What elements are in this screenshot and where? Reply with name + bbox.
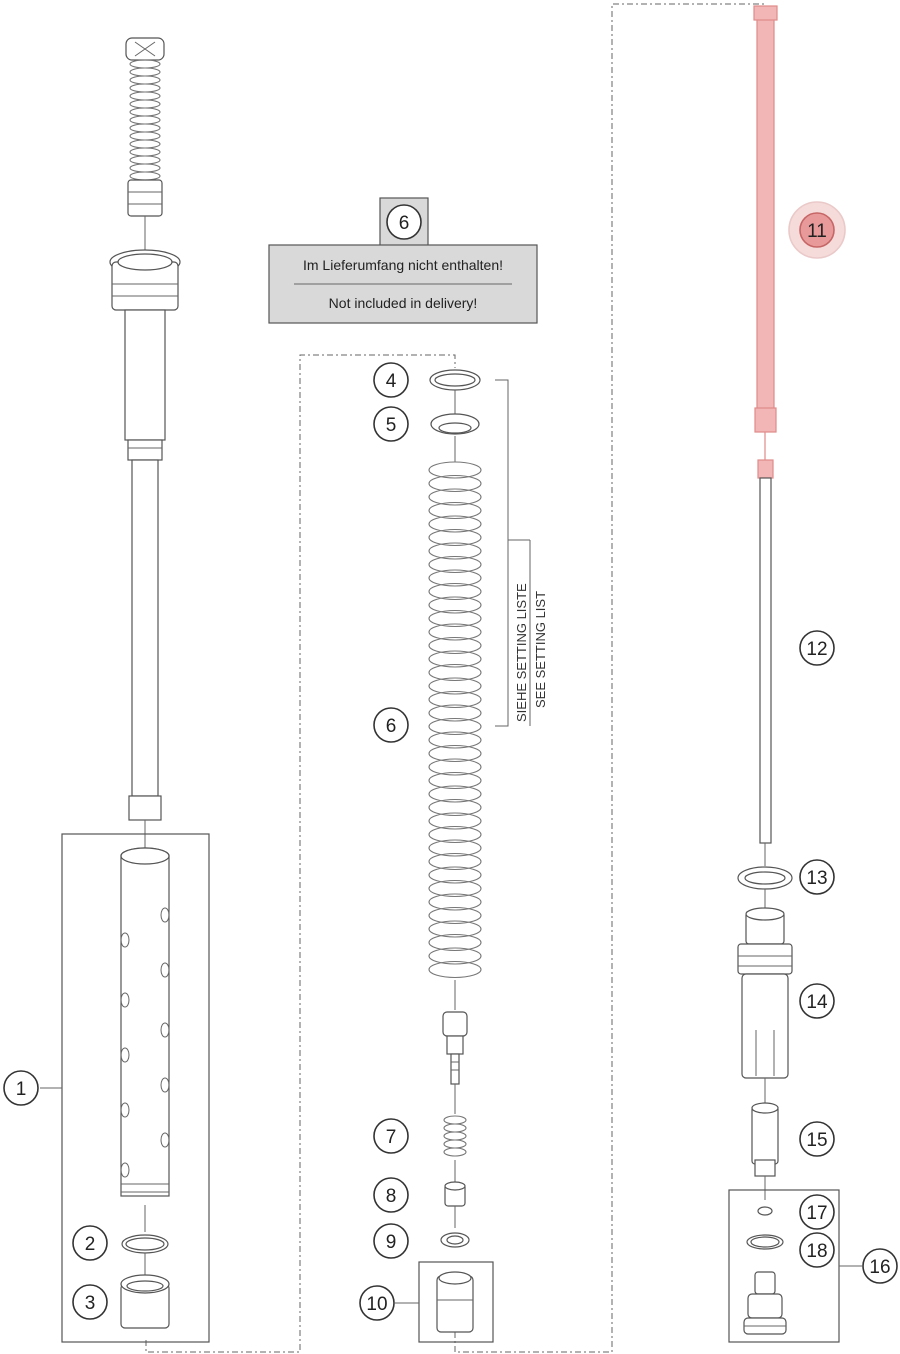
callout-part-9[interactable]: 9 xyxy=(373,1223,409,1259)
part-10-group-box xyxy=(418,1261,494,1343)
callout-part-13[interactable]: 13 xyxy=(799,859,835,895)
cartridge-cap xyxy=(109,249,181,311)
callout-part-4[interactable]: 4 xyxy=(373,362,409,398)
callout-label-3: 3 xyxy=(85,1293,96,1314)
valve-assembly xyxy=(442,1011,468,1085)
callout-part-8[interactable]: 8 xyxy=(373,1177,409,1213)
callout-label-2: 2 xyxy=(85,1234,96,1255)
callout-label-10: 10 xyxy=(366,1294,387,1315)
callout-part-3[interactable]: 3 xyxy=(72,1284,108,1320)
fork-spring-part-6 xyxy=(428,461,482,979)
assembly-connection-line xyxy=(145,3,766,1353)
callout-part-5[interactable]: 5 xyxy=(373,406,409,442)
end-valve-assembly xyxy=(743,1271,787,1335)
bushing-part-3 xyxy=(120,1274,170,1329)
washer-part-9 xyxy=(440,1232,470,1248)
ring-part-17 xyxy=(757,1206,773,1216)
callout-label-8: 8 xyxy=(386,1186,397,1207)
callout-label-18: 18 xyxy=(806,1241,827,1262)
callout-label-6: 6 xyxy=(386,716,397,737)
callout-part-15[interactable]: 15 xyxy=(799,1121,835,1157)
valve-part-8 xyxy=(444,1181,466,1207)
callout-label-12: 12 xyxy=(806,639,827,660)
callout-label-7: 7 xyxy=(386,1127,397,1148)
note-text-english: Not included in delivery! xyxy=(329,295,478,311)
callout-label-11: 11 xyxy=(807,221,827,242)
callout-part-18[interactable]: 18 xyxy=(799,1232,835,1268)
cartridge-top-spring xyxy=(125,37,165,217)
callout-part-11[interactable]: 11 xyxy=(788,201,846,259)
callout-part-14[interactable]: 14 xyxy=(799,983,835,1019)
small-spring-part-7 xyxy=(443,1115,467,1157)
callout-part-7[interactable]: 7 xyxy=(373,1118,409,1154)
rod-part-12 xyxy=(759,477,772,844)
callout-part-16[interactable]: 16 xyxy=(862,1248,898,1284)
cartridge-tube xyxy=(124,309,166,821)
callout-part-10[interactable]: 10 xyxy=(359,1285,395,1321)
callout-label-17: 17 xyxy=(806,1203,827,1224)
callout-part-2[interactable]: 2 xyxy=(72,1225,108,1261)
setting-list-text-english: SEE SETTING LIST xyxy=(533,591,548,708)
callout-label-15: 15 xyxy=(806,1130,827,1151)
note-ref-label: 6 xyxy=(399,213,410,234)
damper-tube xyxy=(120,847,170,1197)
callout-label-9: 9 xyxy=(386,1232,397,1253)
delivery-note-box: Im Lieferumfang nicht enthalten! Not inc… xyxy=(268,197,538,324)
callout-label-4: 4 xyxy=(386,371,397,392)
setting-list-text-german: SIEHE SETTING LISTE xyxy=(514,583,529,722)
callout-label-5: 5 xyxy=(386,415,397,436)
setting-list-bracket xyxy=(495,379,509,727)
callout-part-12[interactable]: 12 xyxy=(799,630,835,666)
callout-part-17[interactable]: 17 xyxy=(799,1194,835,1230)
callout-label-13: 13 xyxy=(806,868,827,889)
cartridge-body-part-14 xyxy=(737,907,793,1079)
callout-part-1[interactable]: 1 xyxy=(3,1070,39,1106)
note-ref-callout[interactable]: 6 xyxy=(386,204,422,240)
callout-label-1: 1 xyxy=(16,1079,27,1100)
sleeve-part-15 xyxy=(751,1102,779,1177)
callout-label-16: 16 xyxy=(869,1257,890,1278)
callout-part-6[interactable]: 6 xyxy=(373,707,409,743)
piston-rod-part-11 xyxy=(753,5,778,479)
piston-part-10 xyxy=(436,1271,474,1333)
note-text-german: Im Lieferumfang nicht enthalten! xyxy=(303,257,503,273)
callout-label-14: 14 xyxy=(806,992,828,1013)
